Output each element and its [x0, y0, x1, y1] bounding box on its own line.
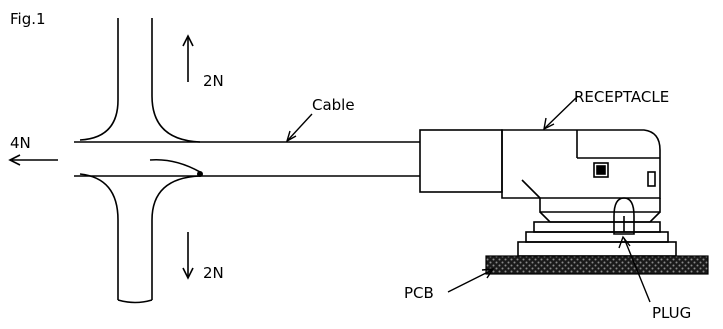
down-force-label: 2N	[203, 264, 224, 282]
plug-latch	[613, 197, 635, 235]
cable-label: Cable	[312, 96, 355, 114]
receptacle-strain-relief	[419, 129, 503, 193]
vertical-cable-bottom-cap	[117, 299, 153, 304]
side-latch	[647, 171, 656, 187]
receptacle-housing	[501, 129, 661, 199]
plug	[517, 197, 677, 257]
arrow-left-icon	[8, 154, 58, 166]
horizontal-cable	[74, 141, 420, 178]
pcb-label: PCB	[404, 284, 434, 302]
cable-leader	[285, 113, 313, 143]
figure-label: Fig.1	[10, 10, 46, 28]
plug-leader	[618, 235, 651, 303]
vertical-cable	[79, 18, 201, 304]
receptacle-leader	[543, 95, 579, 131]
vertical-cable-lower-right-edge	[151, 175, 201, 300]
left-force-label: 4N	[10, 134, 31, 152]
vertical-cable-upper-right-edge	[151, 18, 201, 143]
arrow-up-icon	[182, 34, 194, 82]
pcb-leader	[447, 268, 495, 293]
receptacle	[419, 129, 661, 223]
receptacle-lower-body	[539, 198, 661, 213]
arrow-down-icon	[182, 232, 194, 280]
pcb-board	[485, 255, 709, 275]
plug-label: PLUG	[652, 304, 691, 322]
vertical-cable-lower-left-edge	[79, 173, 119, 300]
receptacle-flange	[539, 211, 661, 223]
vertical-cable-upper-left-edge	[79, 18, 119, 141]
latch-window	[593, 162, 609, 178]
receptacle-label: RECEPTACLE	[574, 88, 669, 106]
up-force-label: 2N	[203, 72, 224, 90]
